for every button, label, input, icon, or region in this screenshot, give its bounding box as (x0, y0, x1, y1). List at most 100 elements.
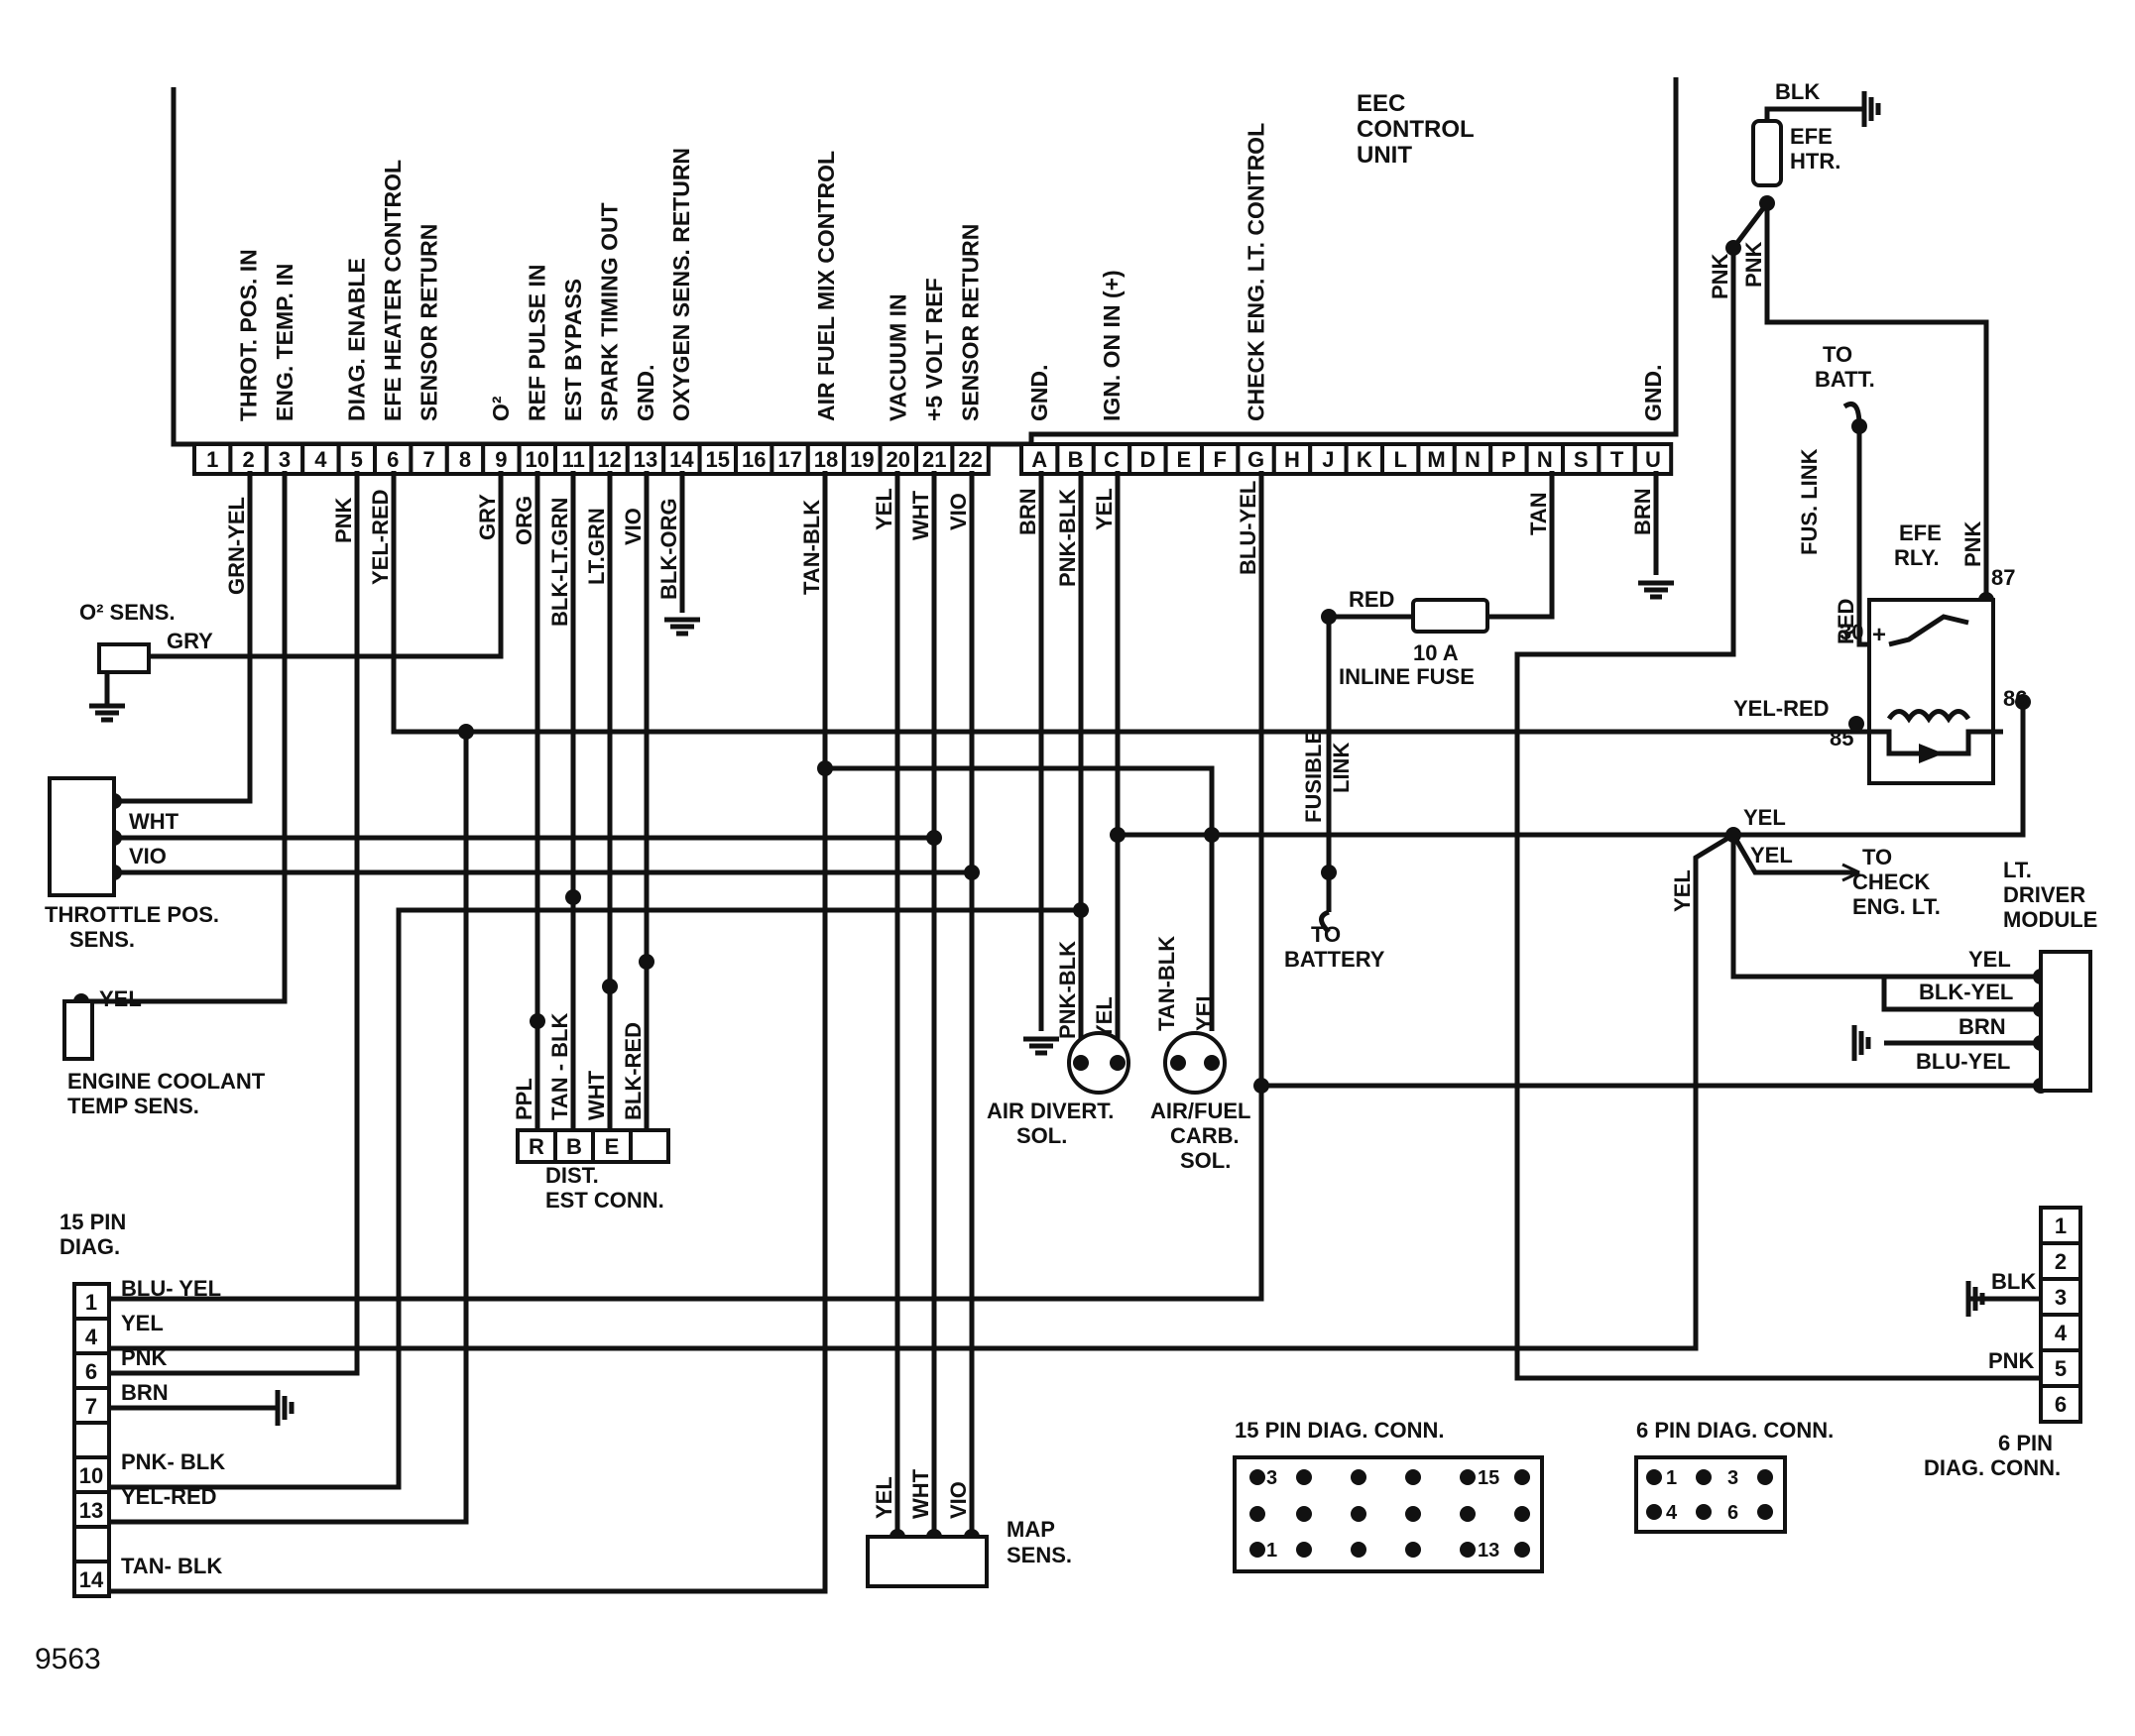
label-yel-c: YEL (1092, 488, 1117, 530)
coolant-temp-sensor: ENGINE COOLANT TEMP SENS. (62, 999, 266, 1118)
air-divert-label-1: AIR DIVERT. (987, 1099, 1114, 1123)
label-yel-red-relay: YEL-RED (1733, 696, 1830, 721)
ecu-pin-8: 8 (459, 447, 471, 472)
lt-driver-label-2: DRIVER (2003, 882, 2085, 907)
ecu-function-U: GND. (1640, 365, 1666, 422)
to-battery-label-1: TO (1311, 922, 1341, 947)
ecu-pin-7: 7 (422, 447, 434, 472)
efe-relay: EFE RLY. 30 87 85 86 + (1830, 521, 2027, 785)
inline-fuse: 10 A INLINE FUSE (1339, 598, 1489, 689)
eec-control-unit: EEC CONTROL UNIT (171, 77, 1679, 447)
to-batt-label-2: BATT. (1815, 367, 1875, 392)
diag6-title-2: DIAG. CONN. (1924, 1455, 2061, 1480)
svg-text:+: + (1872, 622, 1886, 648)
label-tan: TAN (1526, 492, 1551, 535)
ecu-function-12: SPARK TIMING OUT (596, 202, 622, 421)
ecu-pin-alpha-2: C (1104, 447, 1120, 472)
label-pnk-efe1: PNK (1708, 253, 1732, 299)
efe-htr-label-1: EFE (1790, 124, 1833, 149)
lt-driver-label-1: LT. (2003, 858, 2032, 882)
ecu-pin-18: 18 (814, 447, 838, 472)
diag15-pin: 1 (85, 1290, 97, 1315)
label-blu-yel: BLU-YEL (1236, 481, 1260, 575)
ecu-pin-17: 17 (777, 447, 801, 472)
conn15-label-1: 1 (1266, 1540, 1277, 1562)
ecu-pin-16: 16 (742, 447, 766, 472)
ecu-function-6: EFE HEATER CONTROL (380, 160, 406, 421)
ecu-pin-1: 1 (206, 447, 218, 472)
ecu-pin-19: 19 (850, 447, 874, 472)
fusible-link: FUSIBLE LINK TO BATTERY (1284, 730, 1385, 972)
ecu-pin-alpha-6: G (1247, 447, 1264, 472)
junction-dot (458, 724, 474, 740)
map-label-1: MAP (1007, 1517, 1055, 1542)
label-vio-tps: VIO (129, 844, 167, 868)
efe-rly-label-2: RLY. (1894, 545, 1940, 570)
ecu-function-C: IGN. ON IN (+) (1099, 270, 1125, 421)
ecu-pin-3: 3 (279, 447, 291, 472)
ground-symbols (89, 91, 1985, 1426)
wire-labels: GRN-YEL PNK YEL-RED GRY ORG BLK-LT.GRN L… (99, 79, 2036, 1519)
ecu-title-3: UNIT (1357, 142, 1412, 169)
dist-label-2: EST CONN. (545, 1188, 664, 1213)
ecu-function-2: THROT. POS. IN (235, 249, 261, 421)
ecu-function-3: ENG. TEMP. IN (272, 264, 297, 421)
junction-dot (964, 865, 980, 880)
label-blk-diag6: BLK (1991, 1269, 2036, 1294)
dist-label-1: DIST. (545, 1163, 599, 1188)
diag6-pin: 6 (2055, 1392, 2067, 1417)
air-fuel-label-3: SOL. (1180, 1148, 1231, 1173)
label-wht-dist: WHT (584, 1070, 609, 1120)
diag15-wire-label: TAN- BLK (121, 1554, 222, 1578)
o2-sens-label: O² SENS. (79, 600, 176, 625)
junction-dot (1204, 827, 1220, 843)
label-yel-node: YEL (1743, 805, 1786, 830)
label-blk-org: BLK-ORG (656, 498, 681, 600)
conn6-label-3: 3 (1727, 1467, 1738, 1489)
coolant-label-1: ENGINE COOLANT (67, 1069, 266, 1094)
dist-pin: R (529, 1134, 544, 1159)
junction-dot (639, 954, 654, 970)
label-yel-coolant: YEL (99, 986, 142, 1011)
junction-dot (817, 760, 833, 776)
ecu-pin-12: 12 (597, 447, 621, 472)
ecu-pin-alpha-12: N (1465, 447, 1481, 472)
ecu-pin-alpha-13: P (1501, 447, 1516, 472)
ecu-pin-alpha-15: S (1574, 447, 1589, 472)
label-brn-a: BRN (1015, 488, 1040, 535)
label-blk-red-dist: BLK-RED (621, 1022, 646, 1120)
ground-icon (664, 617, 700, 637)
diag15-wire-label: PNK- BLK (121, 1449, 225, 1474)
diag6-pin: 3 (2055, 1285, 2067, 1310)
ecu-pin-alpha-11: M (1427, 447, 1445, 472)
ecu-pin-alpha-8: J (1322, 447, 1334, 472)
label-pnk-efe2: PNK (1741, 241, 1766, 288)
conn6-title: 6 PIN DIAG. CONN. (1636, 1418, 1834, 1443)
dist-pin: E (605, 1134, 620, 1159)
diag15-title-2: DIAG. (59, 1234, 120, 1259)
relay-pin-87: 87 (1991, 565, 2015, 590)
label-pnk-diag6: PNK (1988, 1348, 2035, 1373)
junction-dot (1725, 240, 1741, 256)
diag15-pin: 4 (85, 1325, 98, 1349)
ecu-pin-15: 15 (706, 447, 730, 472)
to-check-eng-lt: TO CHECK ENG. LT. (1841, 845, 1941, 919)
junction-dot (1848, 716, 1864, 732)
wires (81, 106, 2043, 1594)
ecu-function-14: OXYGEN SENS. RETURN (668, 148, 694, 421)
diag6-pin: 5 (2055, 1356, 2067, 1381)
label-yel-ltd: YEL (1968, 947, 2011, 972)
efe-rly-label-1: EFE (1899, 521, 1942, 545)
diag15-pin: 13 (79, 1498, 103, 1523)
label-red-fuse: RED (1349, 587, 1394, 612)
air-fuel-label-1: AIR/FUEL (1150, 1099, 1250, 1123)
diag6-pin: 4 (2055, 1321, 2068, 1345)
junction-dot (1110, 827, 1126, 843)
diag15-wire-label: YEL-RED (121, 1484, 217, 1509)
to-batt-label-1: TO (1823, 342, 1852, 367)
air-fuel-label-2: CARB. (1170, 1123, 1240, 1148)
junction-dot (1253, 1078, 1269, 1094)
air-fuel-carb-solenoid: AIR/FUEL CARB. SOL. (1150, 1031, 1250, 1173)
fuse-label-2: INLINE FUSE (1339, 664, 1475, 689)
